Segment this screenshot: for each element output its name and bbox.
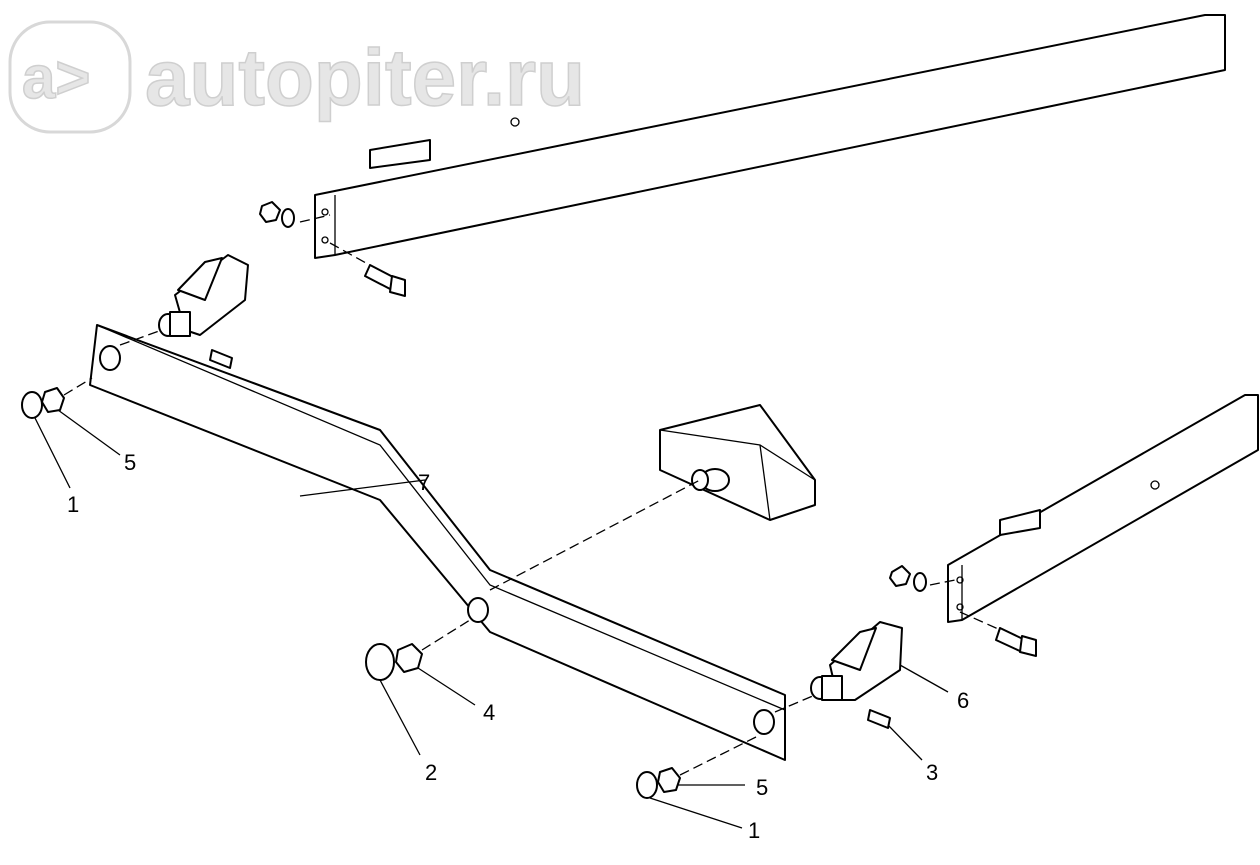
watermark-text: autopiter.ru xyxy=(145,33,585,122)
pin xyxy=(209,349,233,369)
callout-5-left: 5 xyxy=(124,450,136,475)
callout-1-left: 1 xyxy=(67,492,79,517)
callout-labels: 1 5 7 4 2 6 3 5 1 xyxy=(67,450,969,843)
bracket-right xyxy=(774,621,903,729)
washer xyxy=(281,208,295,228)
nut-5b xyxy=(657,767,681,793)
watermark: a> autopiter.ru xyxy=(8,20,586,134)
callout-1-right: 1 xyxy=(748,818,760,843)
pin xyxy=(867,709,891,729)
nut-4 xyxy=(395,643,423,673)
washer-1b xyxy=(636,771,658,799)
crossbar xyxy=(89,324,786,761)
callout-4: 4 xyxy=(483,700,495,725)
watermark-logo-frame xyxy=(8,20,132,134)
fasteners xyxy=(21,377,761,799)
frame-rail-lower xyxy=(889,394,1259,657)
callout-2: 2 xyxy=(425,760,437,785)
bracket-left xyxy=(119,254,249,369)
nut xyxy=(259,201,281,223)
frame-rail-upper xyxy=(259,14,1226,297)
washer-1a xyxy=(21,391,43,419)
callout-6: 6 xyxy=(957,688,969,713)
nut xyxy=(889,565,911,587)
center-block xyxy=(659,404,816,521)
nut-5a xyxy=(41,387,65,413)
callout-3: 3 xyxy=(926,760,938,785)
callout-7: 7 xyxy=(418,470,430,495)
callout-5-right: 5 xyxy=(756,775,768,800)
washer xyxy=(913,572,927,592)
watermark-logo-a: a> xyxy=(22,44,90,111)
leader-lines xyxy=(34,409,949,829)
washer-2 xyxy=(365,643,395,681)
